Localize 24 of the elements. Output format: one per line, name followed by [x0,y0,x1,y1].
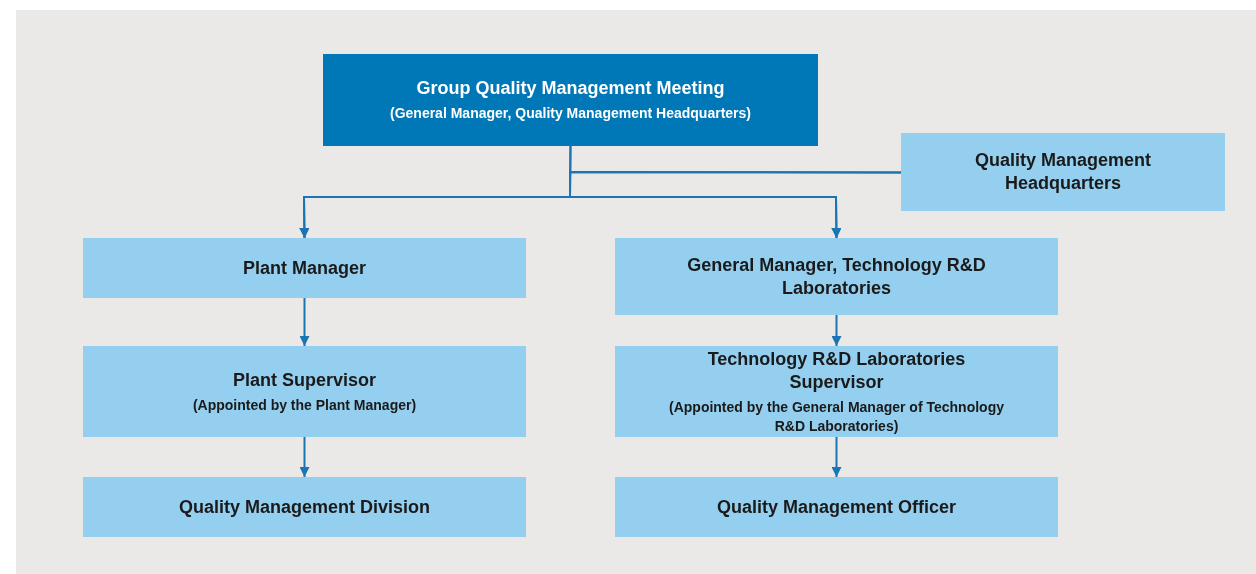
connector-arrow [299,436,310,478]
role-box [615,238,1058,315]
role-title: Group Quality Management Meeting [416,77,725,100]
connector-arrow [569,171,902,239]
role-box [83,477,526,537]
connector-arrow [299,297,310,347]
role-title: Plant Supervisor [232,368,376,392]
role-box [901,133,1225,211]
role-title: Quality Management Division [178,495,431,519]
role-box [83,346,526,437]
meeting-box [323,54,818,146]
role-note: (Appointed by the General Manager of Technology R&D Laboratories) [668,397,1005,436]
role-note: (General Manager, Quality Management Headquarters) [390,104,751,123]
role-box [615,477,1058,537]
role-title: Plant Manager [243,256,366,280]
role-title: Technology R&D Laboratories Supervisor [706,347,967,394]
role-title: General Manager, Technology R&D Laboratories [686,253,987,300]
connector-arrow [831,436,842,478]
role-box [83,238,526,298]
connector-arrow [831,314,842,347]
role-note: (Appointed by the Plant Manager) [192,395,417,415]
role-title: Quality Management Headquarters [973,149,1152,195]
role-box [615,346,1058,437]
role-title: Quality Management Officer [716,495,957,519]
